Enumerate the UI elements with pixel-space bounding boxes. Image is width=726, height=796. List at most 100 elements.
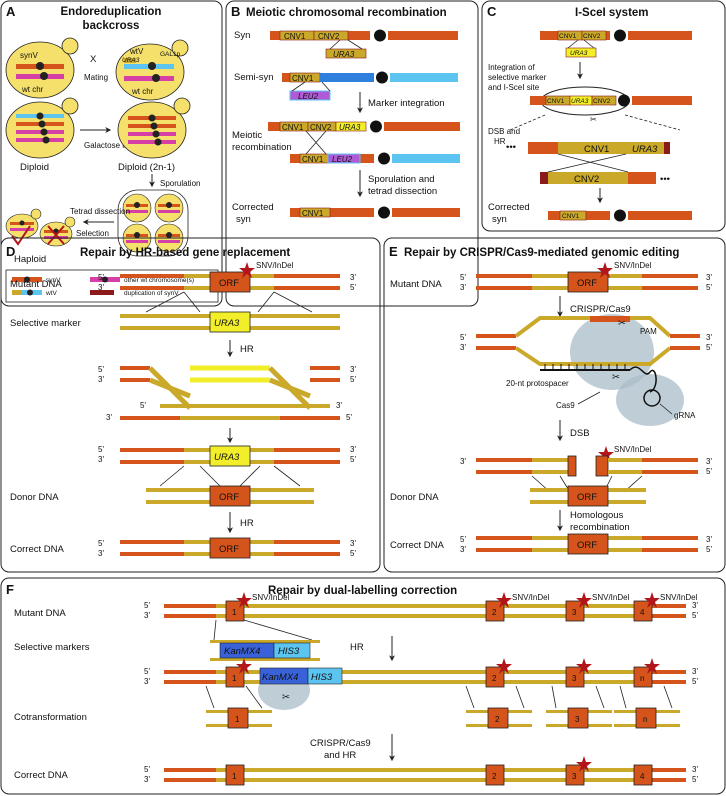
cross-x: X bbox=[90, 54, 97, 65]
f-three-b: 3' bbox=[692, 601, 698, 610]
e-three-h: 3' bbox=[706, 535, 712, 544]
panel-d: D Repair by HR-based gene replacement Mu… bbox=[0, 237, 381, 573]
e-grna-label: gRNA bbox=[674, 411, 696, 420]
meiotic-chromosomes: CNV1 CNV2 URA3 CNV1 LEU2 bbox=[268, 120, 460, 165]
f-correct-label: Correct DNA bbox=[14, 770, 69, 781]
f-gene-n-c: n bbox=[643, 715, 647, 724]
f-correct-dna: 5' 3' 3' 5' 1 2 3 4 bbox=[144, 756, 698, 786]
panel-a-frame bbox=[0, 0, 223, 307]
e-three-b: 3' bbox=[706, 273, 712, 282]
c-integrated-chromosome: CNV1 URA3 CNV2 ✂ bbox=[509, 86, 692, 131]
c-recombination: ••• CNV1 URA3 CNV2 ••• bbox=[506, 142, 670, 185]
f-five-f: 5' bbox=[692, 775, 698, 784]
e-three-a: 3' bbox=[460, 283, 466, 292]
panel-e-letter: E bbox=[389, 244, 398, 259]
d-correct-label: Correct DNA bbox=[10, 544, 65, 555]
e-scissors-icon-b: ✂ bbox=[612, 372, 620, 383]
e-three-f: 3' bbox=[706, 457, 712, 466]
integration-label-1: Integration of bbox=[488, 63, 535, 72]
panel-a-title-line1: Endoreduplication bbox=[61, 6, 162, 18]
f-crispr-label-2: and HR bbox=[324, 750, 356, 761]
f-star-icon-7 bbox=[576, 658, 592, 674]
tetrad-dissection-label: Tetrad dissection bbox=[70, 207, 130, 216]
f-star-icon-8 bbox=[644, 658, 660, 674]
f-gene-1-a: 1 bbox=[232, 608, 237, 617]
c-corrected-label-1: Corrected bbox=[488, 202, 530, 213]
c-ellipsis-right: ••• bbox=[660, 174, 670, 185]
f-cotransformation-label: Cotransformation bbox=[14, 712, 87, 723]
f-his3-b: HIS3 bbox=[311, 672, 333, 683]
d-three-e: 3' bbox=[336, 401, 342, 410]
e-homologous-1: Homologous bbox=[570, 510, 624, 521]
f-star-icon-3 bbox=[576, 592, 592, 608]
f-snv-2: SNV/InDel bbox=[512, 593, 550, 602]
f-his3-a: HIS3 bbox=[278, 646, 300, 657]
f-gene-1-d: 1 bbox=[232, 772, 237, 781]
d-three-h: 3' bbox=[350, 445, 356, 454]
d-five-c: 5' bbox=[98, 365, 104, 374]
d-five-g: 5' bbox=[98, 445, 104, 454]
d-three-b: 3' bbox=[350, 273, 356, 282]
f-gene-2-b: 2 bbox=[492, 674, 497, 683]
panel-e-frame bbox=[383, 237, 726, 573]
e-dsb-label: DSB bbox=[570, 428, 590, 439]
e-three-e: 3' bbox=[460, 457, 466, 466]
sporulation-label-b2: tetrad dissection bbox=[368, 186, 437, 197]
panel-d-letter: D bbox=[6, 244, 15, 259]
f-donor-fragments: 1 2 3 n bbox=[206, 707, 680, 729]
panel-b: B Meiotic chromosomal recombination Syn … bbox=[225, 0, 479, 307]
legend-wtV: wtV bbox=[45, 290, 58, 297]
f-gene-3-d: 3 bbox=[572, 772, 577, 781]
panel-c-frame bbox=[481, 0, 726, 232]
c-initial-chromosome: CNV1 CNV2 URA3 bbox=[540, 29, 692, 58]
d-snv-label: SNV/InDel bbox=[256, 261, 294, 270]
diploid-2n1-label: Diploid (2n-1) bbox=[118, 162, 175, 173]
f-three-f: 3' bbox=[692, 765, 698, 774]
f-gene-3-a: 3 bbox=[572, 608, 577, 617]
legend-synV: synV bbox=[46, 277, 61, 284]
corrected-syn-chromosome: CNV1 bbox=[290, 206, 460, 219]
d-correct-dna: 5' 3' ORF 3' 5' bbox=[98, 537, 356, 559]
wt-chr-label-1: wt chr bbox=[21, 85, 44, 94]
d-five-j: 5' bbox=[350, 549, 356, 558]
f-gene-1-c: 1 bbox=[235, 715, 240, 724]
selection-label: Selection bbox=[76, 229, 109, 238]
e-five-f: 5' bbox=[706, 467, 712, 476]
d-ura3-b: URA3 bbox=[214, 452, 240, 463]
b-cnv1-d: CNV1 bbox=[302, 155, 324, 164]
wtV-label: wtV bbox=[129, 47, 144, 56]
d-donor-label: Donor DNA bbox=[10, 492, 59, 503]
legend-dup: duplication of synV bbox=[124, 290, 179, 297]
f-gene-2-c: 2 bbox=[495, 715, 500, 724]
e-three-g: 3' bbox=[460, 545, 466, 554]
f-three-a: 3' bbox=[144, 611, 150, 620]
panel-e: E Repair by CRISPR/Cas9-mediated genomic… bbox=[383, 237, 726, 573]
e-pam-label: PAM bbox=[640, 327, 657, 336]
panel-f-title: Repair by dual-labelling correction bbox=[268, 585, 457, 597]
c-cnv2-c: CNV2 bbox=[574, 174, 599, 185]
f-star-icon-2 bbox=[496, 592, 512, 608]
e-snv-label: SNV/InDel bbox=[614, 261, 652, 270]
corrected-label-b1: Corrected bbox=[232, 202, 274, 213]
syn-chromosome: CNV1 CNV2 URA3 bbox=[270, 29, 458, 59]
d-hr-label: HR bbox=[240, 344, 254, 355]
sporulation-label: Sporulation bbox=[160, 179, 200, 188]
f-crispr-label-1: CRISPR/Cas9 bbox=[310, 738, 371, 749]
panel-a-letter: A bbox=[6, 4, 16, 19]
e-five-b: 5' bbox=[706, 283, 712, 292]
semi-syn-label: Semi-syn bbox=[234, 72, 274, 83]
c-corrected-chromosome: CNV1 bbox=[548, 209, 692, 222]
f-gene-4-a: 4 bbox=[640, 608, 645, 617]
sporulation-label-b1: Sporulation and bbox=[368, 174, 435, 185]
f-mutant-dna: 5' 3' 3' 5' 1 2 3 4 SNV/InDel SNV/InDel … bbox=[144, 592, 698, 641]
synV-label: synV bbox=[20, 51, 38, 60]
synV-cell: synV wt chr bbox=[5, 37, 79, 99]
d-integrated: 5' 3' URA3 3' 5' bbox=[98, 445, 356, 487]
f-kanmx4-b: KanMX4 bbox=[262, 672, 298, 683]
check-mark-icon bbox=[11, 225, 31, 246]
f-selective-label: Selective markers bbox=[14, 642, 90, 653]
diploid-cell: Diploid bbox=[5, 97, 79, 173]
panel-f-letter: F bbox=[6, 582, 14, 597]
f-mutant-label: Mutant DNA bbox=[14, 608, 66, 619]
c-cnv1-b: CNV1 bbox=[547, 98, 565, 105]
